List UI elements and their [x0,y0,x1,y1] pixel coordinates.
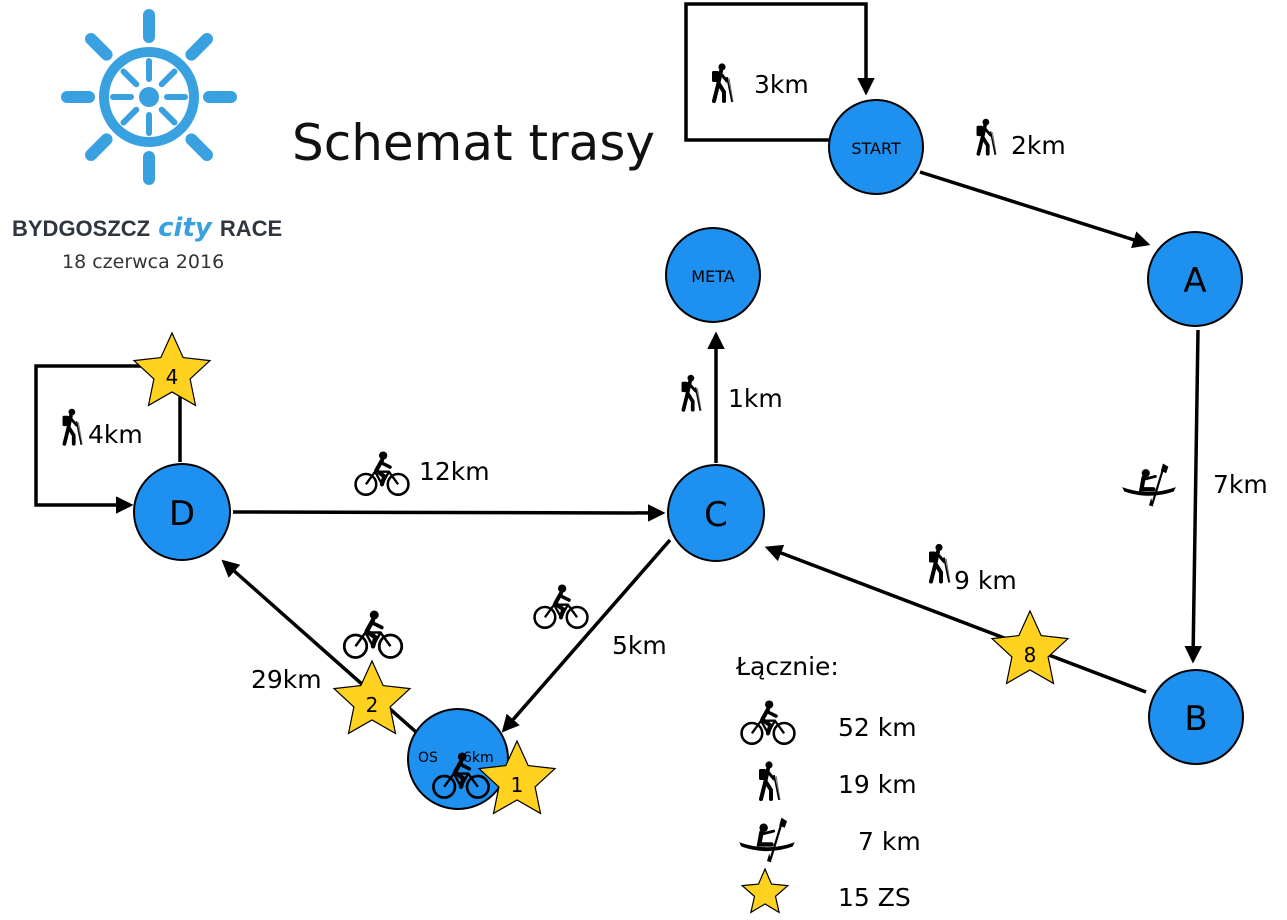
edge-d-c [232,504,666,522]
edge-start-a [919,170,1151,249]
bike-icon [344,611,402,658]
star-icon [990,609,1070,685]
edge-c-os-label: 5km [612,631,667,660]
hiking-icon [974,117,998,157]
star-icon [332,659,412,735]
edge-a-b-label: 7km [1213,470,1268,499]
edge-d-c-label: 12km [419,457,490,486]
node-b-label: B [1184,699,1207,739]
checkpoint-stars: 1 2 4 8 [132,331,1070,815]
bike-icon [742,700,795,743]
node-start: START [828,99,924,195]
star-icon [477,739,557,815]
node-start-label: START [851,139,901,158]
node-d: D [133,463,231,561]
node-a-label: A [1183,261,1206,301]
node-meta-label: META [691,267,734,286]
edge-start-loop [684,2,875,142]
star-8-label: 8 [1024,643,1037,667]
hiking-icon [682,375,702,411]
kayak-icon [739,818,795,862]
edge-c-os [501,538,672,733]
checkpoint-star-4: 4 [132,331,212,407]
edge-b-c [764,544,1147,694]
kayak-icon [1122,464,1176,507]
legend-star [740,867,790,914]
legend-bike-total: 52 km [838,713,917,742]
edge-start-loop-label: 3km [754,70,809,99]
node-c: C [667,464,765,562]
edge-b-c-label: 9 km [954,566,1017,595]
bike-icon [535,584,588,627]
edge-a-b [1184,329,1202,664]
node-os-label: OS [418,750,438,766]
star-2-label: 2 [366,693,379,717]
node-b: B [1148,669,1244,765]
hiking-icon [710,63,735,103]
node-os: OS 6km [407,708,509,810]
hiking-icon [63,409,83,445]
node-meta: META [665,227,761,323]
edge-d-loop [34,364,182,514]
hiking-icon [929,544,950,583]
star-1-label: 1 [511,773,524,797]
checkpoint-star-8: 8 [990,609,1070,685]
checkpoint-star-2: 2 [332,659,412,735]
node-os-sublabel: 6km [463,750,494,766]
node-d-label: D [169,494,195,534]
checkpoint-star-1: 1 [477,739,557,815]
legend-title: Łącznie: [735,652,839,681]
star-icon [132,331,212,407]
node-c-label: C [704,495,728,535]
legend: Łącznie: 52 km 19 km 7 km 15 ZS [735,652,921,914]
edge-start-a-label: 2km [1011,131,1066,160]
edge-c-meta-label: 1km [728,384,783,413]
hiking-icon [759,761,780,800]
legend-star-total: 15 ZS [838,883,911,912]
legend-kayak-total: 7 km [858,827,921,856]
ship-wheel-icon [61,9,237,185]
logo-date: 18 czerwca 2016 [62,251,224,273]
bike-icon [356,451,409,494]
edge-labels: 3km 2km 7km 9 km 1km 12km 5km 29km 4km [63,63,1268,694]
legend-hiking-total: 19 km [838,770,917,799]
page-title: Schemat trasy [292,114,655,172]
star-4-label: 4 [166,365,179,389]
node-a: A [1147,231,1243,327]
edge-os-d-label: 29km [251,665,322,694]
edge-d-loop-label: 4km [88,420,143,449]
route-nodes: START A B C D META OS 6km [133,99,1244,810]
star-icon [740,867,790,914]
